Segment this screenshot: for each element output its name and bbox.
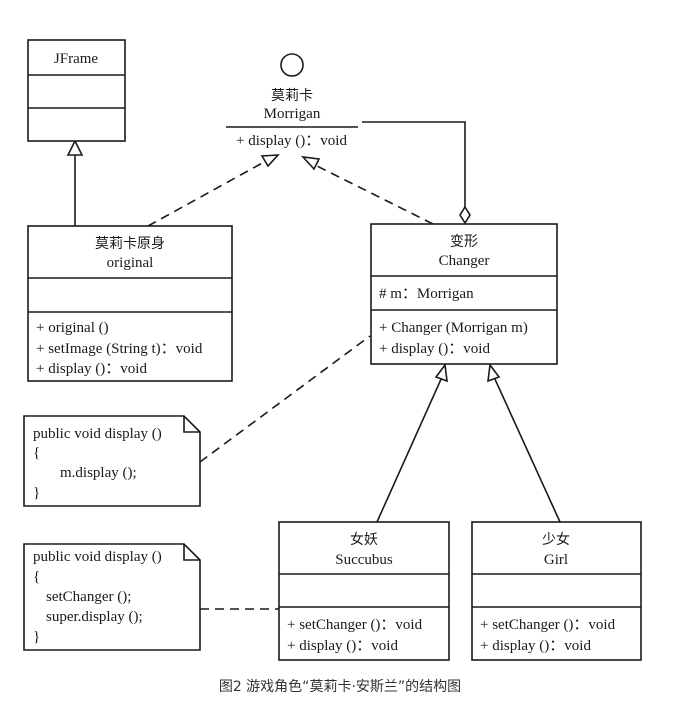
method-setchanger: + setChanger ()：void [480, 617, 616, 633]
method-display: + display ()：void [480, 638, 591, 654]
figure-caption: 图2 游戏角色“莫莉卡·安斯兰”的结构图 [218, 679, 462, 695]
note-line: } [33, 629, 40, 645]
class-succubus: 女妖 Succubus + setChanger ()：void + displ… [278, 521, 450, 661]
realization-arrowhead-icon [260, 154, 280, 168]
inheritance-succubus-changer [376, 376, 443, 523]
note-changer-display: public void display () { m.display (); } [23, 415, 201, 507]
class-name-cn: 变形 [450, 234, 478, 250]
class-name-en: Girl [544, 552, 568, 568]
note-line: { [33, 569, 40, 585]
note-line: } [33, 485, 40, 501]
class-name-cn: 莫莉卡原身 [95, 236, 165, 252]
note-line: public void display () [33, 549, 162, 565]
aggregation-diamond-icon [459, 205, 471, 225]
class-original: 莫莉卡原身 original + original () + setImage … [27, 225, 233, 382]
class-name-en: original [107, 255, 154, 271]
note-line: { [33, 445, 40, 461]
realization-original-morrigan [147, 160, 267, 227]
class-girl: 少女 Girl + setChanger ()：void + display (… [471, 521, 642, 661]
method-display: + display ()：void [236, 133, 347, 149]
method-display: + display ()：void [379, 341, 490, 357]
class-name-jframe: JFrame [54, 51, 99, 67]
class-name-en: Succubus [335, 552, 393, 568]
note-line: m.display (); [60, 465, 137, 481]
method-original: + original () [36, 320, 109, 336]
interface-lollipop-icon [280, 53, 304, 77]
inheritance-arrowhead-icon [487, 362, 501, 383]
note-line: setChanger (); [46, 589, 131, 605]
interface-name-cn: 莫莉卡 [271, 88, 313, 104]
method-changer: + Changer (Morrigan m) [379, 320, 528, 336]
attribute-m: # m：Morrigan [379, 286, 474, 302]
note-link-changer [199, 335, 371, 463]
method-setchanger: + setChanger ()：void [287, 617, 423, 633]
note-succubus-display: public void display () { setChanger (); … [23, 543, 201, 651]
realization-arrowhead-icon [300, 155, 321, 171]
inheritance-arrowhead-icon [434, 362, 448, 383]
interface-name-en: Morrigan [264, 106, 321, 122]
class-jframe: JFrame [27, 39, 126, 142]
note-line: public void display () [33, 426, 162, 442]
method-display: + display ()：void [36, 361, 147, 377]
realization-changer-morrigan [312, 163, 434, 225]
class-name-cn: 女妖 [350, 531, 378, 548]
inheritance-girl-changer [493, 376, 561, 523]
method-display: + display ()：void [287, 638, 398, 654]
uml-class-diagram: JFrame 莫莉卡 Morrigan + display ()：void 莫莉… [23, 39, 642, 661]
note-line: super.display (); [46, 609, 143, 625]
interface-morrigan: 莫莉卡 Morrigan + display ()：void [226, 53, 358, 149]
class-changer: 变形 Changer # m：Morrigan + Changer (Morri… [370, 223, 558, 365]
class-name-en: Changer [439, 253, 490, 269]
class-name-cn: 少女 [542, 531, 570, 548]
method-setimage: + setImage (String t)：void [36, 341, 203, 357]
aggregation-changer-morrigan [362, 121, 466, 207]
inheritance-arrowhead-icon [66, 139, 84, 156]
